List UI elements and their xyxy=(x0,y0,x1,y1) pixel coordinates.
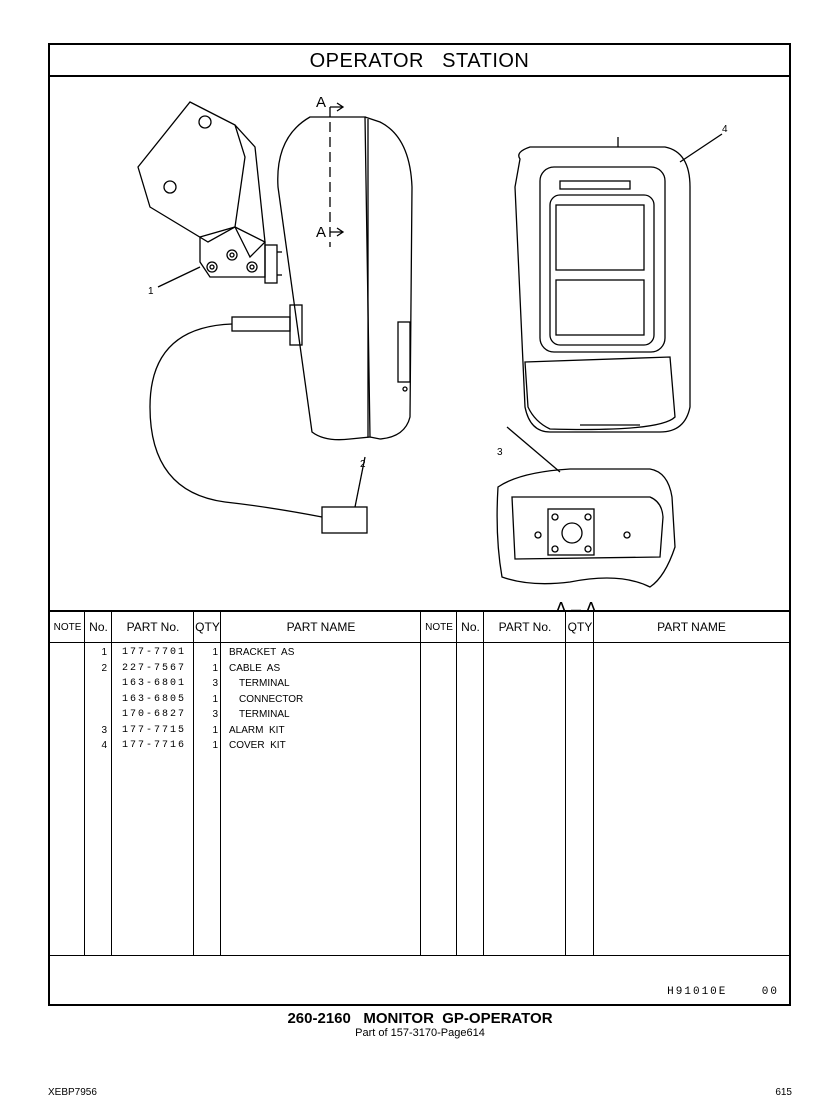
row-quantity: 1 xyxy=(212,724,218,736)
section-marker-top: A xyxy=(316,94,326,111)
header-note: NOTE xyxy=(53,622,82,633)
bracket-drawing xyxy=(137,101,282,284)
illustration-code: H91010E 00 xyxy=(667,986,779,998)
header-part-name-right: PART NAME xyxy=(657,620,726,634)
header-note-right: NOTE xyxy=(425,622,453,633)
page-title: OPERATOR STATION xyxy=(50,45,789,77)
col-partname-left xyxy=(221,612,421,955)
col-note-left xyxy=(50,612,85,955)
row-quantity: 1 xyxy=(212,740,218,751)
header-no: No. xyxy=(89,620,108,634)
row-quantity: 1 xyxy=(212,662,218,674)
parts-illustration: A A xyxy=(137,94,728,610)
row-item-number xyxy=(85,676,107,692)
monitor-front-drawing xyxy=(514,137,691,433)
page-number: 615 xyxy=(775,1087,792,1098)
header-part-no-right: PART No. xyxy=(498,620,552,634)
col-partno-right xyxy=(484,612,566,955)
row-item-number: 4 xyxy=(101,740,107,751)
document-id: XEBP7956 xyxy=(48,1087,97,1098)
row-item-number: 2 xyxy=(101,662,107,674)
col-no-left xyxy=(85,612,112,955)
row-part-name: ALARM KIT xyxy=(229,724,285,736)
table-bottom-rule xyxy=(50,955,789,956)
header-part-no: PART No. xyxy=(126,620,180,634)
row-part-name: TERMINAL xyxy=(239,709,290,720)
row-item-number xyxy=(85,707,107,723)
callout-1: 1 xyxy=(148,286,154,297)
col-no-right xyxy=(457,612,484,955)
row-part-name: CONNECTOR xyxy=(239,693,304,705)
col-partno-left xyxy=(112,612,194,955)
parts-table: NOTE No. PART No. QTY PART NAME NOTE No.… xyxy=(50,610,789,955)
section-view-label: A – A xyxy=(555,599,597,610)
parts-page-frame: OPERATOR STATION xyxy=(48,43,791,1006)
section-marker-bottom: A xyxy=(316,224,326,241)
header-qty-right: QTY xyxy=(567,620,593,634)
exploded-view-drawing: A A xyxy=(50,77,789,610)
row-part-number: 227-7567 xyxy=(121,662,186,674)
row-quantity: 1 xyxy=(212,647,218,658)
col-note-right xyxy=(421,612,457,955)
callout-2: 2 xyxy=(360,459,366,470)
assembly-reference: Part of 157-3170-Page614 xyxy=(355,1027,485,1039)
row-part-number: 177-7716 xyxy=(121,740,186,751)
row-part-number: 163-6805 xyxy=(121,693,186,705)
row-part-name: COVER KIT xyxy=(229,740,286,751)
row-part-name: BRACKET AS xyxy=(229,647,295,658)
header-part-name: PART NAME xyxy=(286,620,356,634)
section-cut-line xyxy=(329,102,345,247)
row-part-number: 177-7715 xyxy=(121,724,186,736)
row-quantity: 1 xyxy=(212,693,218,705)
assembly-caption: 260-2160 MONITOR GP-OPERATOR xyxy=(287,1010,553,1027)
section-view-drawing xyxy=(496,468,676,588)
row-part-number: 163-6801 xyxy=(121,678,186,689)
callout-4: 4 xyxy=(722,124,728,135)
row-part-name: CABLE AS xyxy=(229,662,281,674)
row-part-name: TERMINAL xyxy=(239,678,290,689)
header-qty: QTY xyxy=(195,620,220,634)
row-quantity: 3 xyxy=(212,709,218,720)
col-qty-right xyxy=(566,612,594,955)
row-part-number: 177-7701 xyxy=(121,647,186,658)
col-qty-left xyxy=(194,612,221,955)
row-part-number: 170-6827 xyxy=(121,709,186,720)
cable-drawing xyxy=(149,316,368,534)
header-no-right: No. xyxy=(461,620,480,634)
row-item-number: 3 xyxy=(101,724,107,736)
row-item-number xyxy=(85,692,107,708)
row-item-number: 1 xyxy=(101,647,107,658)
callout-3: 3 xyxy=(497,447,503,458)
row-quantity: 3 xyxy=(212,678,218,689)
monitor-side-drawing xyxy=(277,116,413,441)
table-header: NOTE No. PART No. QTY PART NAME NOTE No.… xyxy=(50,612,789,643)
